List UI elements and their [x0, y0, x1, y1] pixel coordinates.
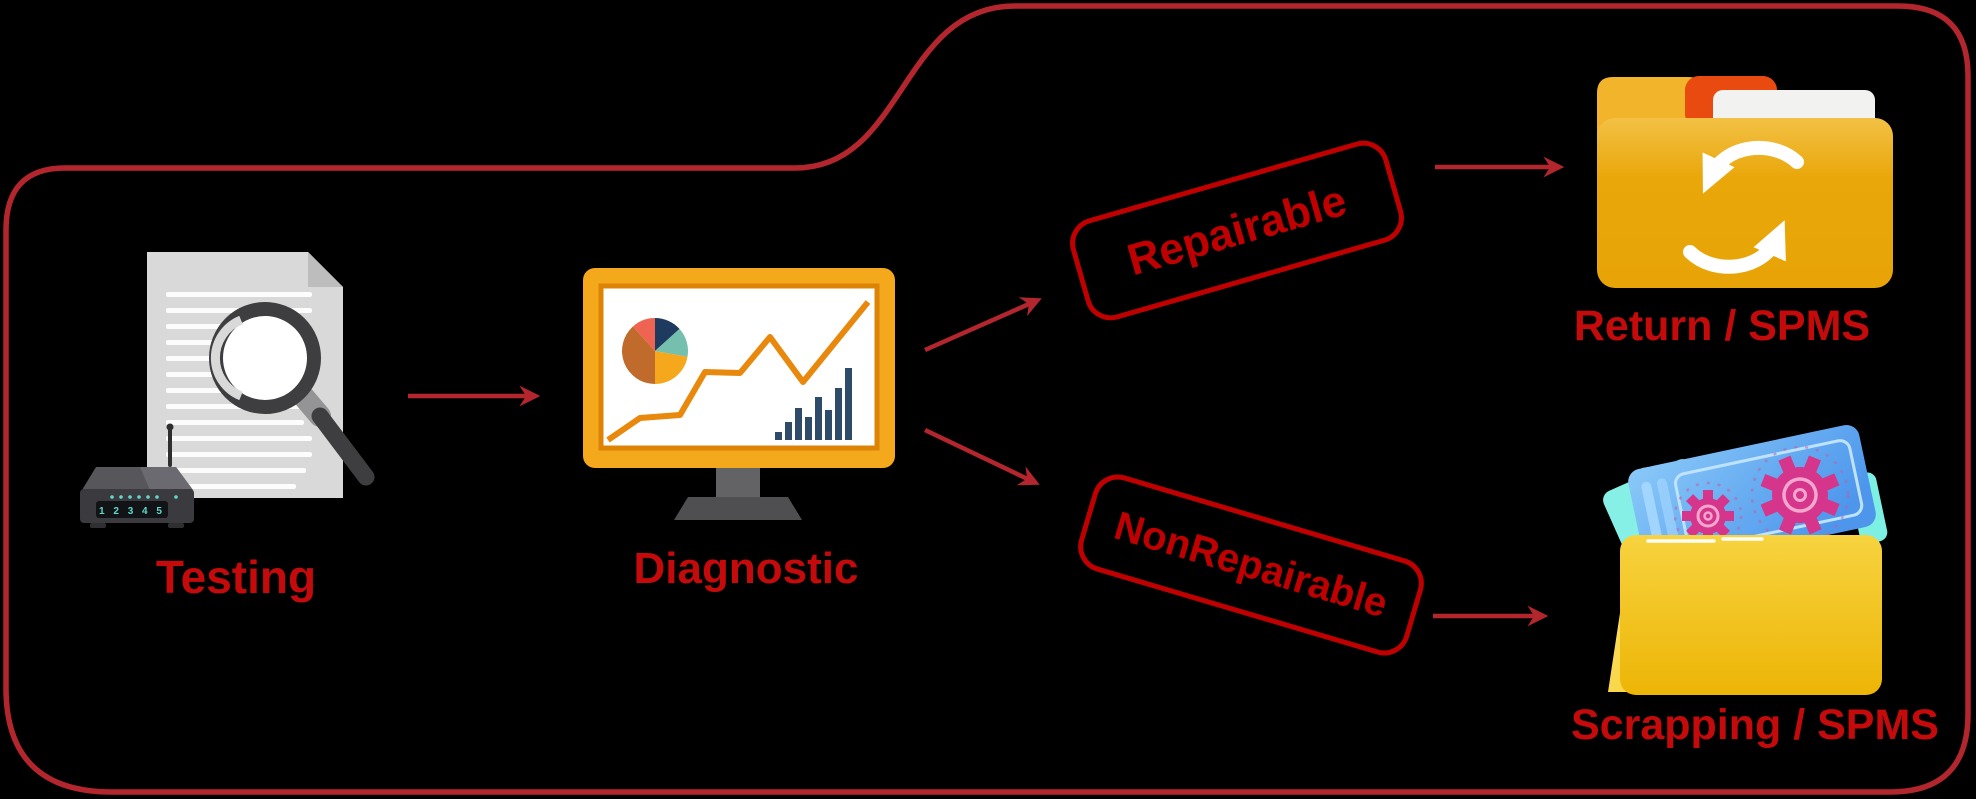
document-magnifier-icon: 1 2 3 4 5 — [80, 252, 375, 528]
scrap-folder-front — [1620, 535, 1882, 695]
scrapping-spms-label: Scrapping / SPMS — [1571, 701, 1939, 749]
monitor-chart-icon — [583, 268, 895, 520]
return-spms-label: Return / SPMS — [1573, 302, 1871, 350]
sync-arrows-icon — [1683, 140, 1804, 274]
pie-chart-icon — [622, 318, 688, 384]
router-display: 1 2 3 4 5 — [99, 506, 165, 517]
testing-label: Testing — [155, 551, 317, 603]
scrap-folder-icon — [1603, 425, 1888, 695]
sync-folder-icon — [1597, 76, 1893, 288]
magnifier-icon — [209, 302, 375, 486]
arrow-diagnostic-nonrepairable — [924, 427, 1040, 486]
line-chart-icon — [606, 300, 871, 443]
arrow-diagnostic-repairable — [924, 297, 1042, 353]
flow-border — [3, 3, 1971, 795]
flow-arrows — [408, 156, 1565, 627]
router-icon: 1 2 3 4 5 — [80, 423, 194, 528]
monitor-stand — [674, 468, 802, 520]
diagnostic-label: Diagnostic — [633, 544, 859, 593]
bar-chart-icon — [775, 368, 852, 440]
gears-icon — [1673, 445, 1850, 551]
